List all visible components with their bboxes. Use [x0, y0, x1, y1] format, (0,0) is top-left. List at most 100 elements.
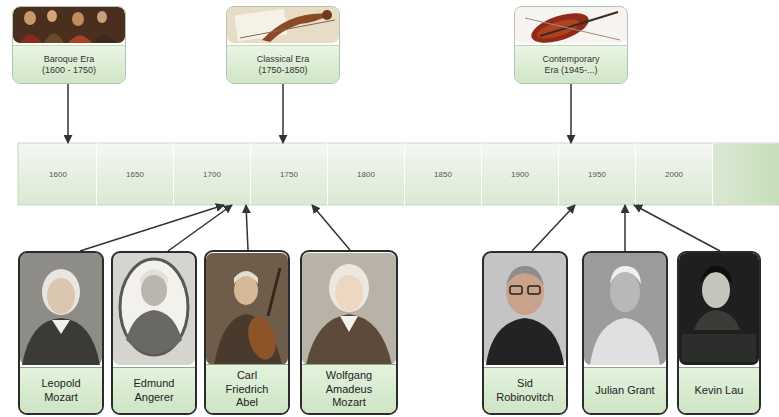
figure-robe — [44, 34, 64, 44]
bow — [525, 18, 620, 40]
year-cell: 1900 — [482, 143, 559, 205]
timeline-bar — [18, 143, 779, 205]
year-label: 1900 — [511, 170, 529, 179]
kevin-portrait — [679, 253, 759, 365]
portrait-coat — [306, 314, 392, 365]
year-cell: 1600 — [20, 143, 97, 205]
portrait-face — [610, 272, 640, 312]
portrait-hair — [506, 266, 544, 286]
julian-portrait — [584, 253, 666, 365]
figure-head — [24, 11, 36, 25]
era-box: Baroque Era (1600 - 1750) — [12, 6, 126, 84]
connector-arrow — [634, 205, 720, 251]
composer-card: Wolfgang Amadeus Mozart — [300, 250, 398, 415]
year-cell: 1750 — [251, 143, 328, 205]
portrait-face — [47, 278, 75, 314]
composer-card: Leopold Mozart — [18, 251, 104, 415]
wolfgang-portrait — [302, 253, 396, 365]
portrait-face — [702, 272, 730, 308]
carl-portrait — [206, 253, 288, 365]
year-label: 1800 — [357, 170, 375, 179]
year-label: 1950 — [588, 170, 606, 179]
figure-robe — [94, 35, 116, 44]
portrait-frame — [120, 259, 188, 355]
year-label: 1650 — [126, 170, 144, 179]
connector-arrow — [532, 205, 575, 251]
year-cell: 1800 — [328, 143, 405, 205]
era-box: Classical Era (1750-1850) — [226, 6, 340, 84]
leopold-portrait — [20, 253, 102, 365]
composer-card: Sid Robinovitch — [482, 251, 568, 415]
portrait-ground — [484, 253, 566, 365]
portrait-coat — [126, 310, 182, 354]
figure-head — [47, 10, 57, 22]
composer-name: Edmund Angerer — [113, 367, 195, 413]
connector-arrow — [570, 84, 572, 143]
year-label: 1750 — [280, 170, 298, 179]
portrait-collar — [52, 320, 70, 334]
portrait-glasses — [528, 286, 540, 294]
portrait-wig — [329, 264, 369, 312]
portrait-wig — [42, 269, 80, 315]
composer-name: Sid Robinovitch — [484, 367, 566, 413]
painting-ground — [13, 7, 125, 43]
composer-card: Edmund Angerer — [111, 251, 197, 415]
bow — [240, 20, 335, 38]
portrait-glasses — [510, 286, 522, 294]
year-label: 1850 — [434, 170, 452, 179]
era-box: Contemporary Era (1945-...) — [514, 6, 628, 84]
portrait-ground — [20, 253, 102, 365]
cello-body — [244, 313, 281, 362]
era-label: Baroque Era (1600 - 1750) — [13, 45, 125, 83]
year-cell: 1950 — [559, 143, 636, 205]
composer-name: Julian Grant — [584, 367, 666, 413]
era-label: Contemporary Era (1945-...) — [515, 45, 627, 83]
portrait-face — [335, 275, 363, 311]
portrait-coat — [214, 314, 282, 365]
connector-arrow — [67, 84, 69, 143]
sheet-music — [234, 9, 287, 42]
violin-scroll — [322, 10, 332, 20]
connector-arrow — [246, 205, 248, 250]
year-cell: 1850 — [405, 143, 482, 205]
composer-card: Carl Friedrich Abel — [204, 250, 290, 415]
picture-ground — [227, 7, 339, 43]
connector-arrow — [282, 84, 284, 143]
portrait-ground — [113, 253, 195, 365]
composer-card: Julian Grant — [582, 251, 668, 415]
violin-body — [528, 7, 592, 48]
portrait-shirt — [590, 318, 660, 365]
portrait-ground — [206, 253, 288, 365]
figure-robe — [20, 35, 42, 44]
classical-picture — [227, 7, 339, 43]
portrait-wig — [234, 271, 258, 284]
contemporary-picture — [515, 7, 627, 49]
baroque-picture — [13, 7, 125, 43]
connector-arrow — [624, 205, 626, 251]
figure-head — [97, 11, 107, 23]
composer-name: Leopold Mozart — [20, 367, 102, 413]
portrait-coat — [22, 318, 100, 365]
edmund-portrait — [113, 253, 195, 365]
connector-arrow — [168, 205, 232, 251]
year-label: 1600 — [49, 170, 67, 179]
figure-head — [72, 12, 84, 26]
year-cell: 2000 — [636, 143, 713, 205]
piano-keys — [682, 334, 756, 362]
connector-arrow — [312, 205, 350, 250]
year-cell: 1650 — [97, 143, 174, 205]
connector-arrow — [80, 205, 224, 251]
portrait-hair — [610, 266, 641, 284]
portrait-ground — [302, 253, 396, 365]
year-label: 1700 — [203, 170, 221, 179]
portrait-hair — [700, 266, 732, 284]
portrait-ground — [584, 253, 666, 365]
portrait-wig — [140, 269, 168, 284]
sid-portrait — [484, 253, 566, 365]
portrait-shirt — [694, 310, 740, 330]
timeline-end — [713, 144, 779, 204]
portrait-jacket — [486, 318, 564, 365]
composer-name: Wolfgang Amadeus Mozart — [302, 364, 396, 413]
figure-robe — [68, 36, 92, 44]
